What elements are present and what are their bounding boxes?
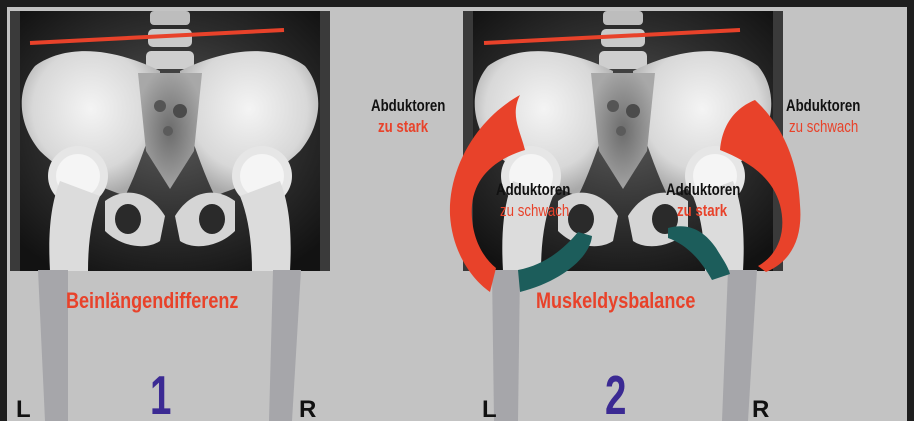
- panel-1-title: Beinlängendifferenz: [66, 290, 238, 312]
- adductor-left-name: Adduktoren: [496, 181, 570, 198]
- adductor-right-name: Adduktoren: [666, 181, 740, 198]
- abductor-left-name: Abduktoren: [371, 97, 445, 114]
- adductor-right-state: zu stark: [677, 202, 727, 219]
- panel-1-number: 1: [150, 368, 171, 423]
- abductor-right-name: Abduktoren: [786, 97, 860, 114]
- adductor-left-state: zu schwach: [500, 202, 569, 219]
- panel-1-right-side-label: R: [299, 398, 316, 422]
- abductor-left-state: zu stark: [378, 118, 428, 135]
- panel-2-left-side-label: L: [482, 398, 497, 422]
- panel-1-left-side-label: L: [16, 398, 31, 422]
- xray-image-panel-1: [10, 11, 330, 271]
- abductor-right-state: zu schwach: [789, 118, 858, 135]
- panel-2-number: 2: [605, 368, 626, 423]
- panel-2-right-side-label: R: [752, 398, 769, 422]
- panel-2-title: Muskeldysbalance: [536, 290, 695, 312]
